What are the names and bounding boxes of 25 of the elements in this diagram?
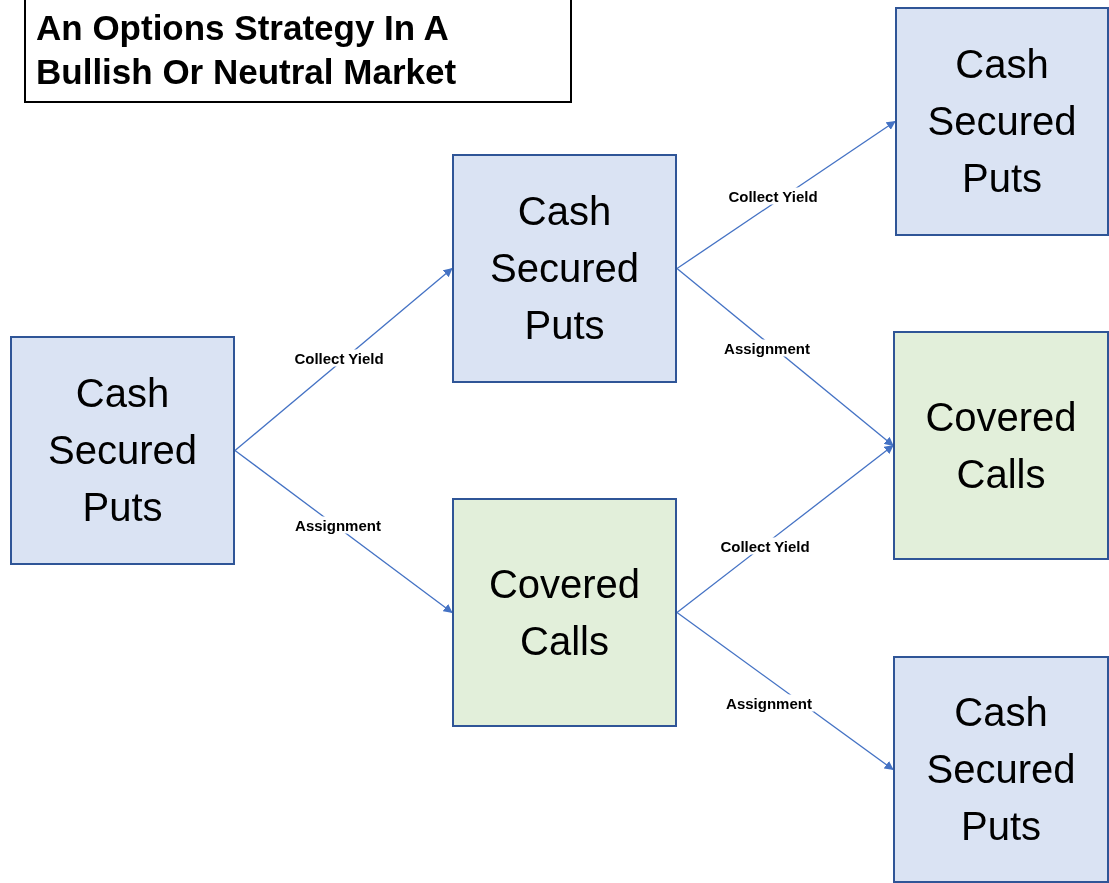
title: An Options Strategy In A Bullish Or Neutral Market	[24, 0, 572, 103]
node-label: Cash Secured Puts	[47, 370, 198, 531]
edge-label: Collect Yield	[718, 537, 812, 555]
arrow	[676, 444, 894, 614]
arrow	[234, 449, 453, 614]
arrow	[234, 267, 453, 452]
cash-secured-puts-box	[893, 656, 1109, 883]
node-label: Covered Calls	[924, 393, 1078, 498]
node-label: Cash Secured Puts	[926, 41, 1078, 202]
edge-label: Assignment	[293, 516, 383, 534]
node-label: Covered Calls	[487, 560, 642, 665]
covered-calls-box	[893, 331, 1109, 560]
node-label: Cash Secured Puts	[925, 689, 1077, 850]
arrow	[676, 267, 894, 447]
cash-secured-puts-box	[895, 7, 1109, 236]
edge-label: Assignment	[722, 339, 812, 357]
arrow	[676, 120, 896, 270]
edge-label: Collect Yield	[726, 187, 820, 205]
covered-calls-box	[452, 498, 677, 727]
arrow	[676, 611, 894, 771]
cash-secured-puts-box	[452, 154, 677, 383]
node-label: Cash Secured Puts	[489, 188, 640, 349]
cash-secured-puts-box	[10, 336, 235, 565]
edge-label: Collect Yield	[292, 349, 386, 367]
edge-label: Assignment	[724, 694, 814, 712]
